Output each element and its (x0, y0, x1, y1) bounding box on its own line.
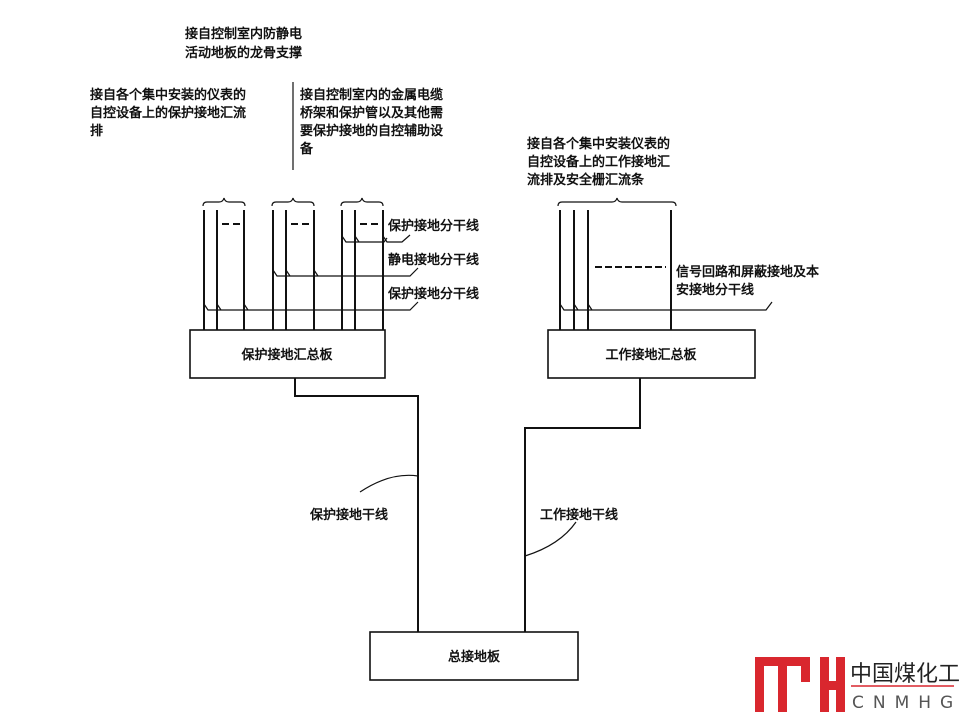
main-ground-label: 总接地板 (448, 649, 501, 665)
right-conductors (559, 210, 672, 331)
signal-branch (559, 301, 773, 311)
logo-text-cn: 中国煤化工 (850, 662, 960, 687)
brace (271, 197, 315, 207)
protect-branch-1 (341, 234, 411, 243)
label-static-branch: 静电接地分干线 (388, 252, 479, 268)
note-line: 自控设备上的保护接地汇流 (90, 105, 246, 121)
note-line: 自控设备上的工作接地汇 (527, 154, 670, 170)
protect-bus-box (189, 329, 386, 379)
note-line: 接自控制室内防静电 (185, 26, 302, 42)
label-protect-branch-1: 保护接地分干线 (387, 218, 479, 234)
work-trunk (524, 378, 641, 633)
logo-text-en: CNMHG (852, 693, 960, 713)
note-line: 活动地板的龙骨支撑 (185, 45, 302, 61)
work-bus-label: 工作接地汇总板 (605, 347, 697, 363)
protect-bus-label: 保护接地汇总板 (240, 347, 333, 363)
label-protect-trunk: 保护接地干线 (309, 507, 388, 523)
brace (340, 197, 384, 207)
brace (202, 197, 246, 207)
note-line: 流排及安全栅汇流条 (527, 172, 645, 188)
label-signal-branch: 安接地分干线 (676, 282, 754, 298)
main-ground-box (369, 631, 579, 681)
logo-mark (755, 657, 845, 712)
protect-trunk (294, 378, 419, 633)
note-line: 桥架和保护管以及其他需 (300, 105, 443, 121)
note-top-left: 接自各个集中安装的仪表的 自控设备上的保护接地汇流 排 (90, 87, 246, 139)
label-signal-branch: 信号回路和屏蔽接地及本 (676, 264, 819, 280)
note-line: 接自各个集中安装仪表的 (527, 136, 670, 152)
cnmhg-logo: 中国煤化工 CNMHG (755, 657, 960, 713)
note-top-center: 接自控制室内防静电 活动地板的龙骨支撑 (185, 26, 302, 61)
note-top-middle: 接自控制室内的金属电缆 桥架和保护管以及其他需 要保护接地的自控辅助设 备 (299, 87, 444, 157)
left-branch-lines (203, 234, 419, 311)
note-line: 备 (299, 141, 314, 157)
protect-branch-2 (203, 301, 419, 311)
note-top-right: 接自各个集中安装仪表的 自控设备上的工作接地汇 流排及安全栅汇流条 (527, 136, 670, 188)
label-work-trunk: 工作接地干线 (540, 507, 618, 523)
note-line: 要保护接地的自控辅助设 (300, 123, 444, 139)
work-bus-box (547, 329, 756, 379)
protect-trunk-leader (359, 474, 419, 493)
work-trunk-leader (524, 521, 577, 557)
left-braces (202, 197, 384, 207)
note-line: 排 (90, 123, 103, 139)
left-conductors (203, 210, 384, 331)
label-protect-branch-2: 保护接地分干线 (387, 286, 479, 302)
static-branch (272, 267, 419, 277)
brace (557, 197, 677, 207)
note-line: 接自控制室内的金属电缆 (300, 87, 443, 103)
note-line: 接自各个集中安装的仪表的 (90, 87, 246, 103)
